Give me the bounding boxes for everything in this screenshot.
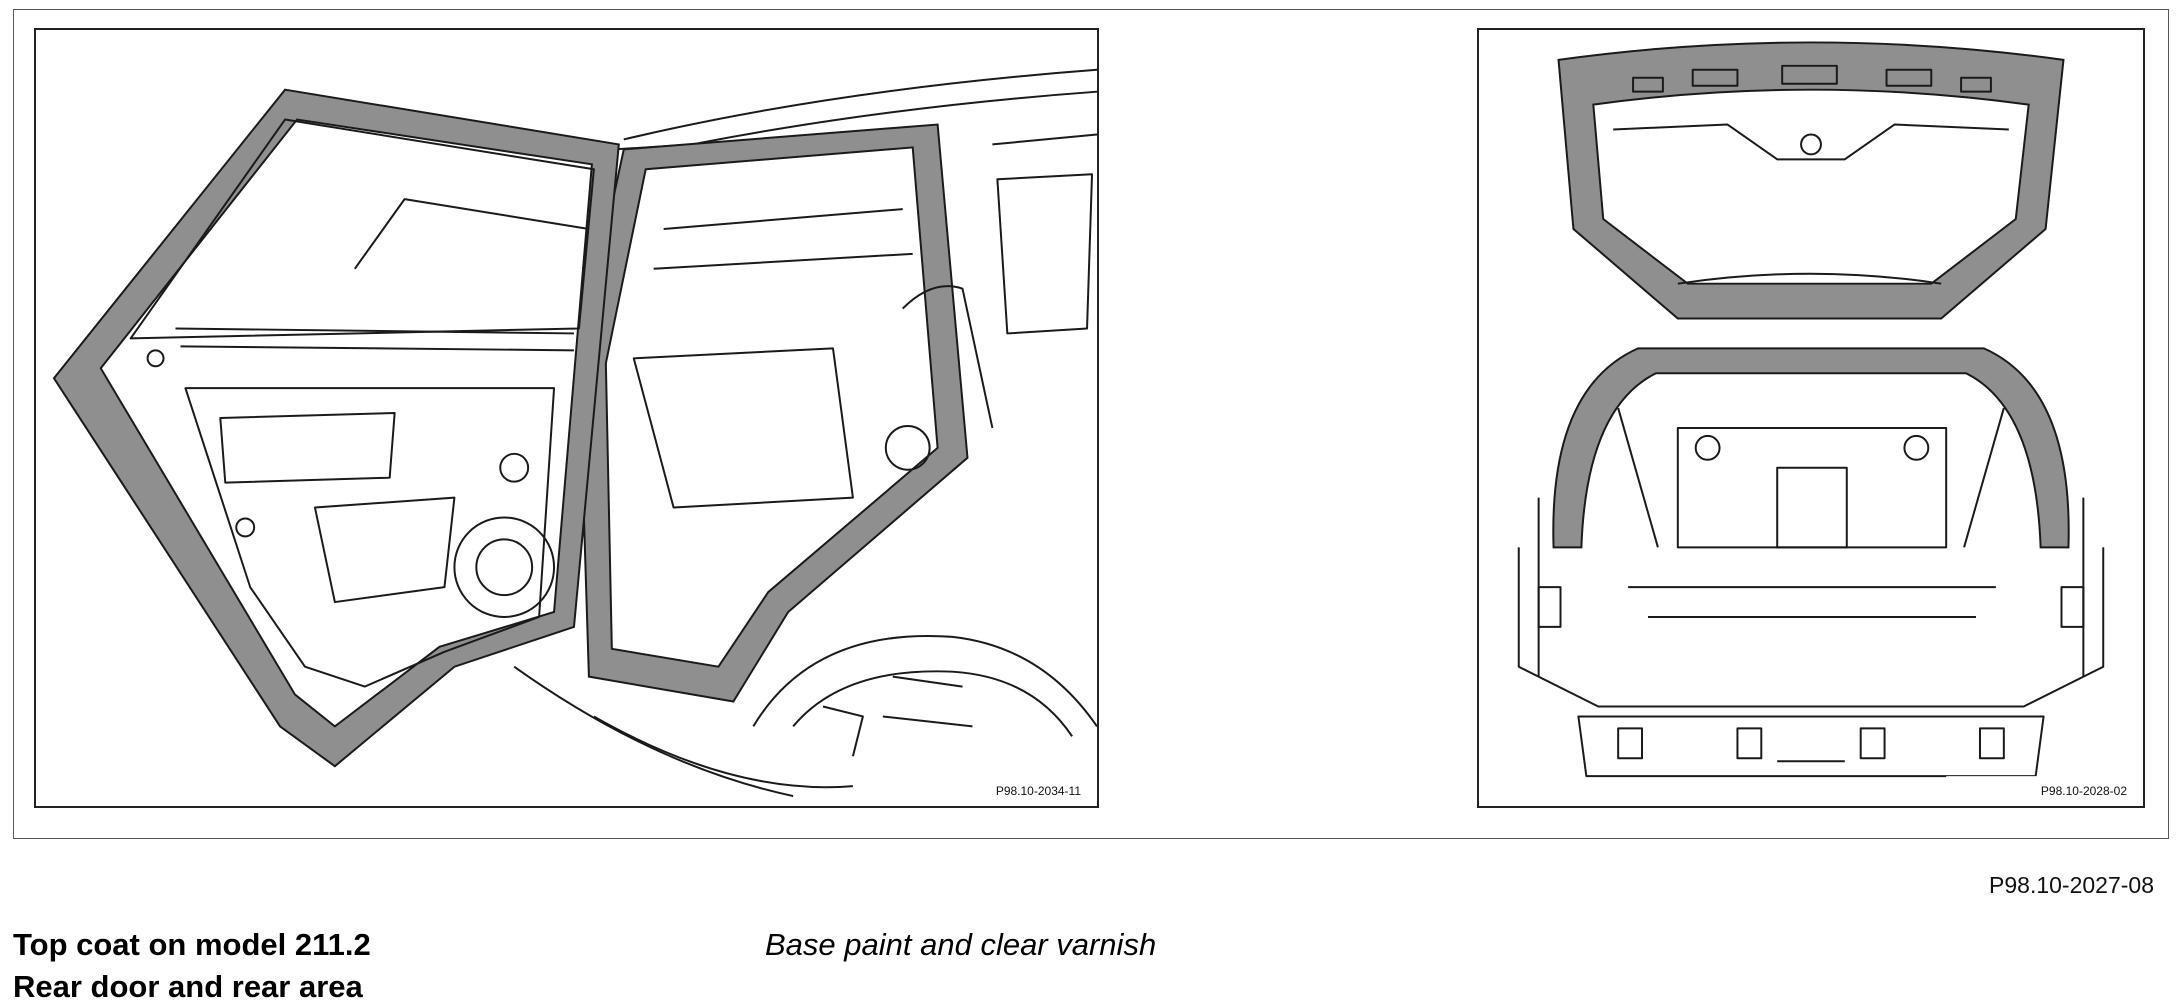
section-title: Top coat on model 211.2 Rear door and re…: [13, 924, 371, 1008]
rear-area-drawing: [1517, 41, 2136, 799]
left-panel-code: P98.10-2034-11: [993, 784, 1083, 798]
figure-code: P98.10-2027-08: [1989, 872, 2154, 898]
figure-frame: [13, 9, 2169, 839]
title-line-2: Rear door and rear area: [13, 969, 363, 1004]
rear-door-illustration: P98.10-2034-11: [34, 28, 1099, 808]
right-panel-code: P98.10-2028-02: [2038, 784, 2129, 798]
paint-note: Base paint and clear varnish: [765, 927, 1157, 962]
rear-door-drawing: [52, 68, 1097, 799]
title-line-1: Top coat on model 211.2: [13, 927, 371, 962]
rear-area-illustration: P98.10-2028-02: [1477, 28, 2145, 808]
